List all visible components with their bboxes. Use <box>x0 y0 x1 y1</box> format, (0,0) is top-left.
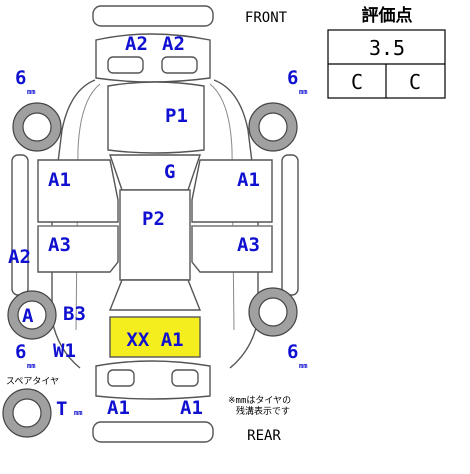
mark-front-bumper-left: A2 <box>125 33 148 55</box>
mark-rear-bumper-left: A1 <box>107 397 130 419</box>
mark-rear-quarter-left: W1 <box>53 340 76 362</box>
tire-depth-rear-right: 6 <box>287 341 298 363</box>
tire-depths: 6 mm 6 mm 6 mm 6 mm スペアタイヤ T mm <box>6 67 307 420</box>
spare-tire <box>2 388 52 438</box>
mark-front-bumper-right: A2 <box>162 33 185 55</box>
mark-left-rocker: A2 <box>8 246 31 268</box>
mark-rear-door-left: A3 <box>48 234 71 256</box>
left-side-skirt <box>11 154 29 296</box>
wheel-rear-right <box>248 287 298 337</box>
rear-label: REAR <box>247 428 281 444</box>
note-line-2: 残溝表示です <box>236 405 290 417</box>
trunk-highlight <box>109 316 201 358</box>
mark-front-door-left: A1 <box>48 169 71 191</box>
spare-tire-label: スペアタイヤ <box>6 376 59 387</box>
front-label: FRONT <box>245 10 288 26</box>
tire-depth-rear-left: 6 <box>15 341 26 363</box>
interior-grade: C <box>351 70 363 94</box>
grade-title: 評価点 <box>362 5 413 26</box>
hood <box>107 81 205 154</box>
wheel-front-right <box>248 102 298 152</box>
tire-unit-front-left: mm <box>27 88 35 96</box>
damage-marks: A2 A2 P1 G A1 A1 P2 A3 A3 A2 A B3 W1 XX … <box>8 33 260 419</box>
mark-windshield: G <box>164 161 175 183</box>
body-outline <box>11 79 299 369</box>
rear-door-right <box>191 225 273 273</box>
mark-rear-pillar-left: B3 <box>63 303 86 325</box>
wheel-rear-left <box>7 290 57 340</box>
wheel-front-left <box>12 102 62 152</box>
spare-tire-unit: mm <box>74 409 82 417</box>
front-door-right <box>191 159 273 223</box>
cabin <box>37 154 273 311</box>
mark-hood: P1 <box>165 105 188 127</box>
tire-depth-front-left: 6 <box>15 67 26 89</box>
front-door-left <box>37 159 119 223</box>
mark-left-rear-wheel: A <box>22 305 34 327</box>
rear-bumper <box>92 360 214 443</box>
mark-trunk: XX A1 <box>126 329 183 351</box>
exterior-grade: C <box>409 70 421 94</box>
mark-rear-bumper-right: A1 <box>180 397 203 419</box>
roof <box>119 189 191 281</box>
note-line-1: ※mmはタイヤの <box>228 395 291 406</box>
mark-front-door-right: A1 <box>237 169 260 191</box>
tire-depth-front-right: 6 <box>287 67 298 89</box>
front-bumper <box>92 5 214 83</box>
grade-panel: 評価点 3.5 C C <box>327 5 446 99</box>
right-side-skirt <box>281 154 299 296</box>
mark-rear-door-right: A3 <box>237 234 260 256</box>
mark-roof: P2 <box>142 208 165 230</box>
spare-tire-value: T <box>56 398 67 420</box>
tire-unit-rear-left: mm <box>27 362 35 370</box>
tire-unit-front-right: mm <box>299 88 307 96</box>
tire-unit-rear-right: mm <box>299 362 307 370</box>
grade-score: 3.5 <box>369 36 405 60</box>
